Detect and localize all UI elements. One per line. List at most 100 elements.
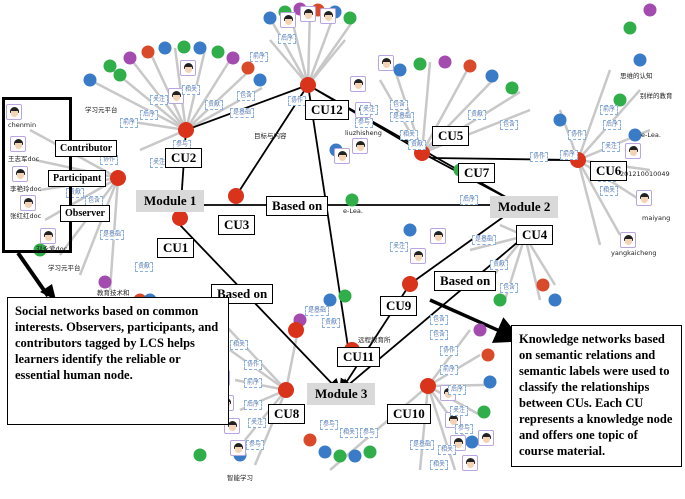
graph-node (103, 59, 117, 73)
edge-tag: 后序 (278, 34, 297, 44)
user-avatar-icon (462, 455, 478, 471)
edge-tag: 后序 (244, 400, 263, 410)
cu10-label: CU10 (387, 404, 431, 424)
graph-node (263, 11, 277, 25)
edge-tag: 协作 (244, 360, 263, 370)
edge-tag: 包含 (430, 330, 449, 340)
edge-tag: 协作 (440, 346, 459, 356)
based-on-label-top: Based on (266, 196, 329, 216)
connection-line (179, 224, 342, 394)
edge-tag: 是基础 (390, 112, 415, 122)
graph-node (553, 113, 567, 127)
link-line (576, 159, 602, 246)
edge-tag: 后序 (448, 385, 467, 395)
cu-node (288, 322, 304, 338)
cu9-label: CU9 (380, 296, 418, 316)
graph-node (413, 57, 427, 71)
graph-node (177, 40, 191, 54)
edge-tag: 贡献 (66, 188, 85, 198)
cu8-label: CU8 (268, 404, 306, 424)
link-line (78, 177, 120, 276)
graph-node (211, 45, 225, 59)
graph-node (113, 68, 127, 82)
user-label: 刘永爱doc (36, 245, 68, 253)
graph-node (333, 449, 347, 463)
cu1-label: CU1 (157, 238, 195, 258)
graph-node (226, 51, 240, 65)
link-line (427, 329, 471, 387)
edge-tag: 包含 (500, 283, 519, 293)
user-avatar-icon (10, 136, 26, 152)
cu2-label: CU2 (165, 148, 203, 168)
graph-node (465, 435, 479, 449)
cu-node (402, 276, 418, 292)
edge-tag: 包含 (237, 91, 256, 101)
edge-tag: 关注 (150, 95, 169, 105)
user-avatar-icon (320, 8, 336, 24)
edge-tag: 前序 (560, 150, 579, 160)
resource-label: e-Lea. (343, 207, 363, 215)
graph-node (403, 223, 417, 237)
graph-node (477, 405, 491, 419)
edge-tag: 关注 (390, 242, 409, 252)
graph-node (348, 449, 362, 463)
edge-tag: 相关 (230, 340, 249, 350)
user-label: maiyang (642, 214, 671, 222)
user-avatar-icon (168, 88, 184, 104)
social-network-note: Social networks based on common interest… (7, 297, 229, 425)
link-line (469, 234, 526, 252)
edge-tag: 参与 (320, 420, 339, 430)
contributor-label: Contributor (55, 140, 118, 157)
resource-label: e-Lea. (641, 131, 661, 139)
graph-node (613, 93, 627, 107)
cu5-label: CU5 (432, 126, 470, 146)
cu12-label: CU12 (305, 100, 349, 120)
user-avatar-icon (300, 6, 316, 22)
link-line (418, 385, 430, 471)
knowledge-network-note: Knowledge networks based on semantic rel… (511, 325, 682, 467)
edge-tag: 协作 (568, 130, 587, 140)
graph-node (393, 63, 407, 77)
edge-tag: 是基础 (410, 440, 435, 450)
edge-tag: 相关 (400, 130, 419, 140)
cu-node (110, 170, 126, 186)
graph-node (338, 289, 352, 303)
link-line (268, 17, 310, 86)
edge-tag: 关注 (360, 105, 379, 115)
resource-label: 智能学习 (227, 474, 253, 482)
user-avatar-icon (430, 228, 446, 244)
edge-tag: 贡献 (135, 262, 154, 272)
cu-node (172, 210, 188, 226)
link-line (576, 69, 612, 161)
link-line (269, 39, 309, 86)
user-label: yangkaicheng (611, 249, 657, 257)
user-label: 201210010049 (620, 170, 670, 178)
based-on-label-right: Based on (434, 271, 497, 291)
module-2-label: Module 2 (490, 196, 559, 218)
user-avatar-icon (352, 138, 368, 154)
graph-node (193, 41, 207, 55)
graph-node (241, 61, 255, 75)
edge-tag: 贡献 (490, 260, 509, 270)
user-label: liuzhisheng (345, 129, 382, 137)
edge-tag: 关注 (450, 406, 469, 416)
graph-node (98, 275, 112, 289)
edge-tag: 相关 (182, 85, 201, 95)
edge-tag: 相关 (600, 186, 619, 196)
edge-tag: 贡献 (408, 140, 427, 150)
graph-node (363, 445, 377, 459)
connection-line (185, 84, 309, 131)
graph-node (463, 59, 477, 73)
user-avatar-icon (280, 12, 296, 28)
user-avatar-icon (636, 190, 652, 206)
edge-tag: 前序 (600, 105, 619, 115)
cu3-label: CU3 (218, 215, 256, 235)
link-line (523, 235, 542, 301)
edge-tag: 是基础 (230, 108, 255, 118)
graph-node (318, 445, 332, 459)
resource-label: 远程教育所 (358, 336, 391, 344)
link-line (89, 78, 187, 132)
cu-node (278, 382, 294, 398)
